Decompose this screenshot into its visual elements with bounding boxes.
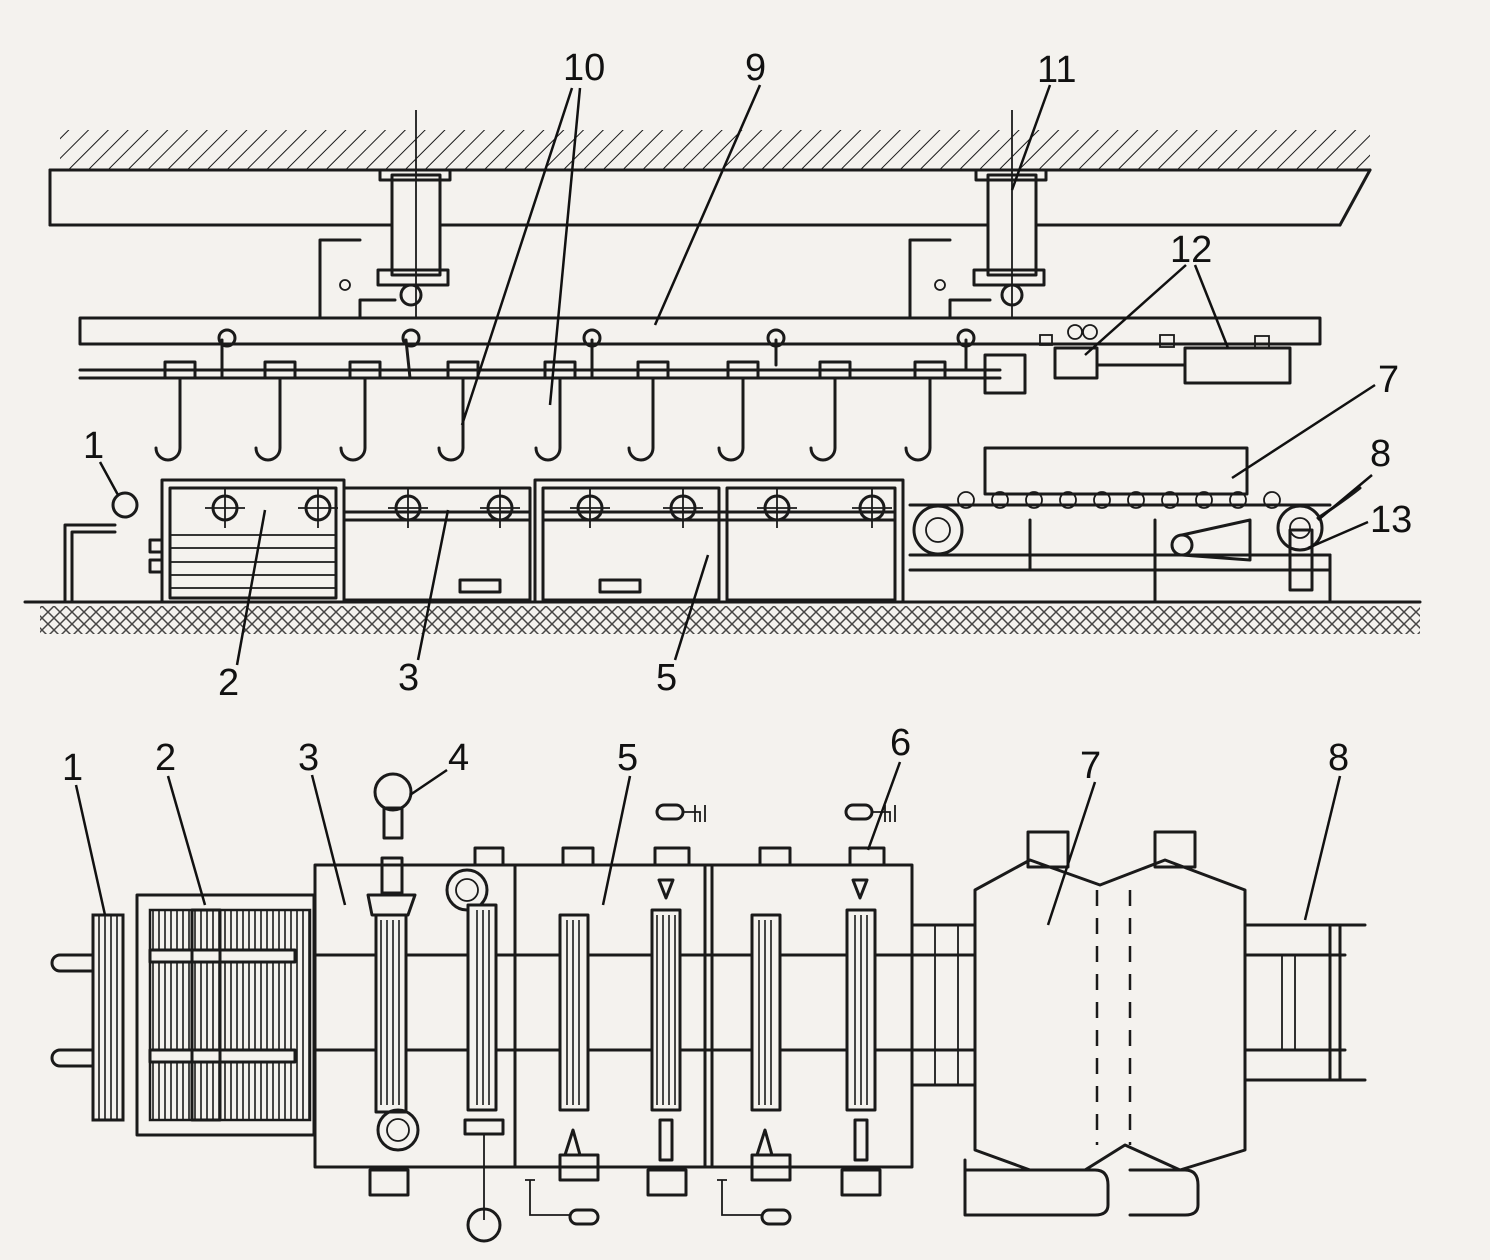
wash-chambers <box>313 772 914 1243</box>
callout-2: 2 <box>218 662 239 704</box>
callout-4: 4 <box>448 737 469 779</box>
callout-5: 5 <box>617 737 638 779</box>
dryer-unit <box>963 830 1247 1217</box>
valves <box>525 803 896 1226</box>
callout-7: 7 <box>1080 745 1101 787</box>
plan-callouts: 1 2 3 4 5 6 7 8 <box>62 722 1349 926</box>
callout-6: 6 <box>890 722 911 764</box>
callout-1: 1 <box>62 747 83 789</box>
callout-5: 5 <box>656 657 677 699</box>
ground <box>23 600 1422 634</box>
spray-nozzles <box>205 488 892 528</box>
callout-3: 3 <box>398 657 419 699</box>
callout-8: 8 <box>1328 737 1349 779</box>
callout-12: 12 <box>1170 229 1212 271</box>
callout-13: 13 <box>1370 499 1412 541</box>
prewash-section <box>135 893 316 1137</box>
carrier-hooks <box>154 360 947 462</box>
callout-2: 2 <box>155 737 176 779</box>
elevation-callouts: 1 2 3 5 7 8 9 10 11 12 13 <box>83 47 1412 704</box>
callout-1: 1 <box>83 425 104 467</box>
inlet-manifold <box>50 913 125 1122</box>
ceiling <box>48 130 1372 227</box>
floor-equipment <box>63 446 1362 604</box>
elevation-view: 1 2 3 5 7 8 9 10 11 12 13 <box>23 47 1422 704</box>
callout-10: 10 <box>563 47 605 89</box>
callout-3: 3 <box>298 737 319 779</box>
plan-view: 1 2 3 4 5 6 7 8 <box>50 722 1367 1243</box>
callout-11: 11 <box>1037 49 1076 91</box>
callout-7: 7 <box>1378 359 1399 401</box>
drive-unit <box>983 324 1292 395</box>
callout-9: 9 <box>745 47 766 89</box>
transfer-rails <box>910 923 977 1087</box>
callout-8: 8 <box>1370 433 1391 475</box>
output-conveyor <box>1243 923 1367 1082</box>
